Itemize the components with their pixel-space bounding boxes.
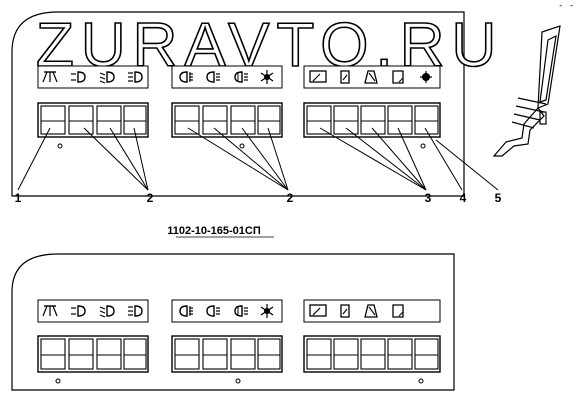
switch-side-view bbox=[492, 25, 561, 157]
heater-icon bbox=[420, 71, 432, 83]
front-fog-light-icon bbox=[179, 305, 193, 317]
corner-mark: - - bbox=[558, 1, 574, 11]
switch-low-beam[interactable] bbox=[96, 105, 122, 135]
windshield-wiper-icon bbox=[309, 70, 327, 83]
icon-strip-fog bbox=[171, 299, 283, 323]
switch-fog[interactable] bbox=[202, 105, 228, 135]
part-number: 1102-10-165-01СП bbox=[167, 225, 261, 237]
indicator-lamp bbox=[418, 378, 424, 384]
callout-5: 5 bbox=[495, 191, 502, 205]
windshield-wiper-icon bbox=[309, 304, 327, 317]
front-fog-light-icon bbox=[179, 71, 193, 83]
switch-rear-window[interactable] bbox=[387, 338, 413, 370]
side-window-icon bbox=[340, 304, 350, 318]
interior-light-icon bbox=[42, 71, 58, 83]
side-window-icon bbox=[340, 70, 350, 84]
panel-bottom bbox=[11, 253, 455, 391]
fog-light-icon bbox=[206, 71, 220, 83]
fog-light-icon bbox=[206, 305, 220, 317]
switch-group-lights bbox=[37, 335, 149, 384]
work-light-icon bbox=[260, 304, 274, 318]
switch-side-window[interactable] bbox=[333, 338, 359, 370]
rear-fog-light-icon bbox=[234, 305, 248, 317]
switch-side-light[interactable] bbox=[68, 105, 94, 135]
work-light-icon bbox=[260, 70, 274, 84]
switch-roof-hatch[interactable] bbox=[360, 338, 386, 370]
indicator-lamp bbox=[235, 378, 241, 384]
indicator-lamp bbox=[55, 378, 61, 384]
switch-fog[interactable] bbox=[202, 338, 228, 370]
low-beam-icon bbox=[99, 305, 115, 318]
switch-work-light[interactable] bbox=[257, 105, 281, 135]
switch-interior-light[interactable] bbox=[40, 338, 66, 370]
switch-heater[interactable] bbox=[414, 338, 439, 370]
switch-side-window[interactable] bbox=[333, 105, 359, 135]
high-beam-icon bbox=[128, 71, 143, 83]
low-beam-icon bbox=[99, 71, 115, 84]
indicator-lamp bbox=[420, 143, 426, 149]
switch-low-beam[interactable] bbox=[96, 338, 122, 370]
switch-front-fog[interactable] bbox=[174, 105, 200, 135]
interior-light-icon bbox=[42, 305, 58, 317]
panel-top: ZURAVTO.RU bbox=[11, 10, 499, 197]
indicator-lamp bbox=[239, 143, 245, 149]
switch-interior-light[interactable] bbox=[40, 105, 66, 135]
icon-strip-fog bbox=[171, 65, 283, 89]
side-light-icon bbox=[71, 71, 86, 83]
roof-hatch-icon bbox=[364, 70, 378, 84]
rear-window-icon bbox=[392, 70, 404, 84]
side-light-icon bbox=[71, 305, 86, 317]
switch-high-beam[interactable] bbox=[123, 338, 147, 370]
leader-lines bbox=[17, 127, 499, 191]
icon-strip-lights bbox=[37, 299, 149, 323]
switch-windshield-wiper[interactable] bbox=[306, 105, 332, 135]
high-beam-icon bbox=[128, 305, 143, 317]
switch-front-fog[interactable] bbox=[174, 338, 200, 370]
switch-rear-window[interactable] bbox=[387, 105, 413, 135]
callout-2b: 2 bbox=[287, 191, 294, 205]
rear-fog-light-icon bbox=[234, 71, 248, 83]
icon-strip-lights bbox=[37, 65, 149, 89]
callout-1: 1 bbox=[15, 191, 22, 205]
switch-heater[interactable] bbox=[414, 105, 439, 135]
switch-rear-fog[interactable] bbox=[230, 338, 256, 370]
switch-group-fog bbox=[171, 335, 283, 384]
callout-3: 3 bbox=[425, 191, 432, 205]
switch-high-beam[interactable] bbox=[123, 105, 147, 135]
switch-side-light[interactable] bbox=[68, 338, 94, 370]
switch-group-lights bbox=[37, 102, 149, 149]
switch-work-light[interactable] bbox=[257, 338, 281, 370]
indicator-lamp bbox=[57, 143, 63, 149]
callout-2a: 2 bbox=[147, 191, 154, 205]
switch-group-fog bbox=[171, 102, 283, 149]
callout-4: 4 bbox=[460, 191, 467, 205]
rear-window-icon bbox=[392, 304, 404, 318]
switch-windshield-wiper[interactable] bbox=[306, 338, 332, 370]
switch-group-wipers bbox=[303, 335, 441, 384]
roof-hatch-icon bbox=[364, 304, 378, 318]
